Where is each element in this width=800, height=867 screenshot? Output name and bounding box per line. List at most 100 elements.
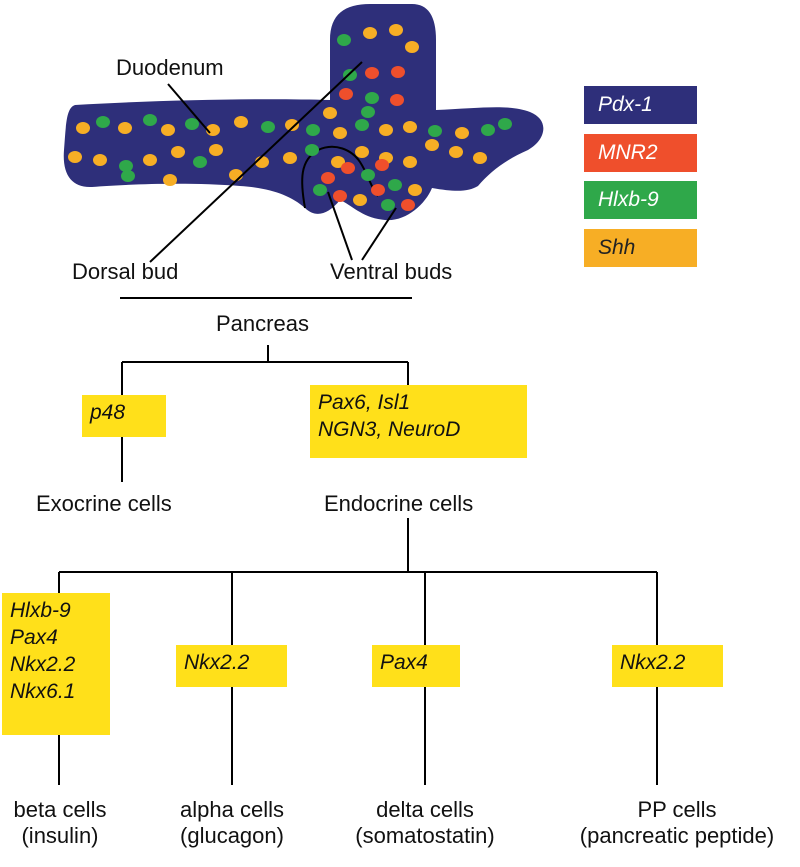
green-dot <box>337 34 351 46</box>
orange-dot <box>143 154 157 166</box>
orange-dot <box>455 127 469 139</box>
dorsal-bud-label: Dorsal bud <box>72 259 179 284</box>
exocrine-marker-box: p48 <box>82 395 166 437</box>
orange-dot <box>76 122 90 134</box>
green-dot <box>185 118 199 130</box>
leader-lines <box>149 61 397 263</box>
legend-mnr2: MNR2 <box>584 134 697 172</box>
exocrine-cells-label: Exocrine cells <box>36 491 172 516</box>
orange-dot <box>323 107 337 119</box>
green-dot <box>388 179 402 191</box>
orange-dot <box>389 24 403 36</box>
marker-nkx22: Nkx2.2 <box>620 651 686 674</box>
red-dot <box>401 199 415 211</box>
endocrine-cells-label: Endocrine cells <box>324 491 474 516</box>
green-dot <box>381 199 395 211</box>
alpha-cells-hormone: (glucagon) <box>180 823 284 848</box>
orange-dot <box>68 151 82 163</box>
endocrine-marker-box: Pax6, Isl1 NGN3, NeuroD <box>310 385 527 458</box>
red-dot <box>321 172 335 184</box>
green-dot <box>481 124 495 136</box>
duodenum-shape <box>63 4 544 221</box>
orange-dot <box>473 152 487 164</box>
alpha-cells-name: alpha cells <box>180 797 284 822</box>
red-dot <box>341 162 355 174</box>
orange-dot <box>405 41 419 53</box>
orange-dot <box>403 121 417 133</box>
green-dot <box>361 169 375 181</box>
beta-cells-label: beta cells (insulin) <box>0 797 130 849</box>
green-dot <box>361 106 375 118</box>
green-dot <box>313 184 327 196</box>
orange-dot <box>234 116 248 128</box>
alpha-marker-box: Nkx2.2 <box>176 645 287 687</box>
delta-cells-hormone: (somatostatin) <box>355 823 495 848</box>
lineage-tree <box>58 297 658 785</box>
red-dot <box>365 67 379 79</box>
orange-dot <box>93 154 107 166</box>
green-dot <box>343 69 357 81</box>
green-dot <box>306 124 320 136</box>
red-dot <box>390 94 404 106</box>
orange-dot <box>161 124 175 136</box>
green-dot <box>121 170 135 182</box>
green-dot <box>143 114 157 126</box>
delta-marker-box: Pax4 <box>372 645 460 687</box>
orange-dot <box>285 119 299 131</box>
orange-dot <box>171 146 185 158</box>
green-dot <box>119 160 133 172</box>
delta-cells-name: delta cells <box>376 797 474 822</box>
pp-cells-name: PP cells <box>637 797 717 822</box>
duodenum-leader <box>167 83 211 134</box>
orange-dot <box>425 139 439 151</box>
expression-dots <box>68 24 512 211</box>
red-dot <box>375 159 389 171</box>
orange-dot <box>209 144 223 156</box>
beta-marker-box: Hlxb-9 Pax4 Nkx2.2 Nkx6.1 <box>2 593 110 735</box>
green-dot <box>305 144 319 156</box>
red-dot <box>371 184 385 196</box>
green-dot <box>428 125 442 137</box>
duodenum-label: Duodenum <box>116 55 224 80</box>
ventral-buds-label: Ventral buds <box>330 259 453 284</box>
marker-nkx22: Nkx2.2 <box>184 651 250 674</box>
ventral-bud-leader-1 <box>327 191 353 261</box>
ventral-bud-leader-2 <box>361 207 397 261</box>
orange-dot <box>403 156 417 168</box>
red-dot <box>333 190 347 202</box>
marker-hlxb9: Hlxb-9 <box>10 599 71 622</box>
orange-dot <box>333 127 347 139</box>
gut-tissue <box>63 4 544 221</box>
green-dot <box>355 119 369 131</box>
orange-dot <box>353 194 367 206</box>
orange-dot <box>449 146 463 158</box>
orange-dot <box>331 156 345 168</box>
green-dot <box>365 92 379 104</box>
marker-p48: p48 <box>90 401 126 424</box>
marker-pax4: Pax4 <box>10 626 58 649</box>
legend-shh: Shh <box>584 229 697 267</box>
legend-hlxb9: Hlxb-9 <box>584 181 697 219</box>
marker-pax6-isl1: Pax6, Isl1 <box>318 391 411 414</box>
marker-ngn3-neurod: NGN3, NeuroD <box>318 418 461 441</box>
green-dot <box>193 156 207 168</box>
pp-marker-box: Nkx2.2 <box>612 645 723 687</box>
green-dot <box>96 116 110 128</box>
dorsal-bud-leader <box>149 61 363 263</box>
pp-cells-hormone: (pancreatic peptide) <box>579 823 775 848</box>
red-dot <box>391 66 405 78</box>
marker-nkx61: Nkx6.1 <box>10 680 76 703</box>
marker-pax4: Pax4 <box>380 651 428 674</box>
orange-dot <box>379 124 393 136</box>
delta-cells-label: delta cells (somatostatin) <box>345 797 505 849</box>
green-dot <box>498 118 512 130</box>
orange-dot <box>363 27 377 39</box>
red-dot <box>339 88 353 100</box>
beta-cells-hormone: (insulin) <box>21 823 99 848</box>
alpha-cells-label: alpha cells (glucagon) <box>162 797 302 849</box>
marker-nkx22: Nkx2.2 <box>10 653 76 676</box>
orange-dot <box>408 184 422 196</box>
orange-dot <box>283 152 297 164</box>
